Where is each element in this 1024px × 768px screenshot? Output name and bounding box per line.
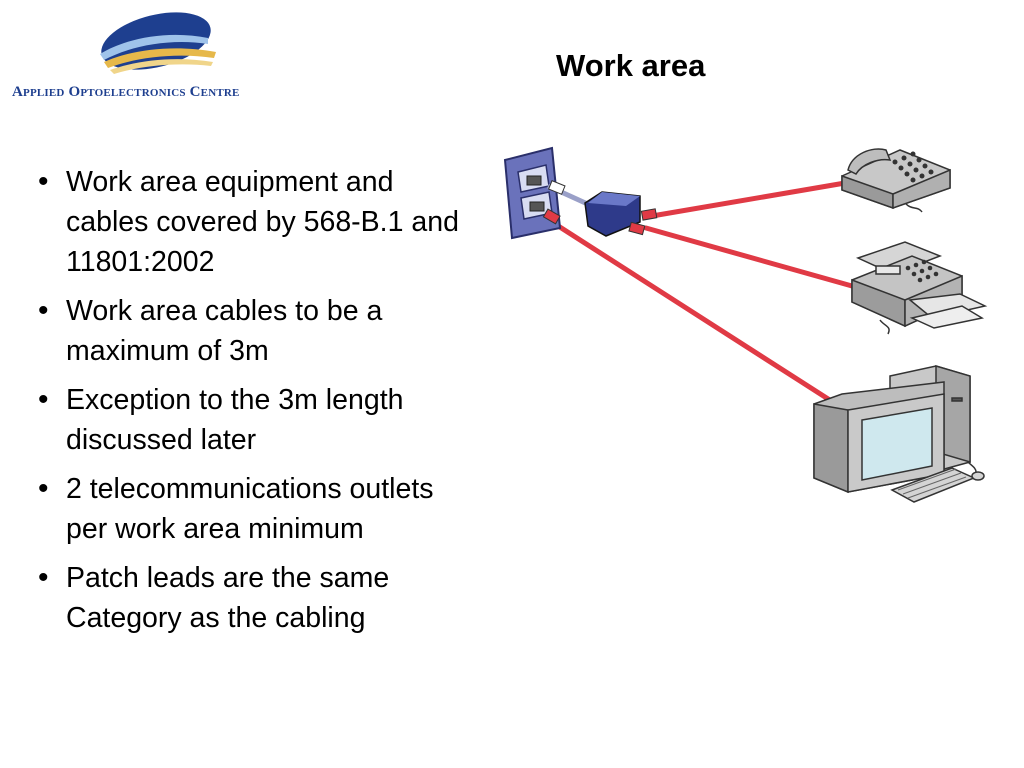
fax-machine-icon: [851, 241, 988, 335]
bullet-item: Work area cables to be a maximum of 3m: [38, 291, 478, 371]
cable-to-computer: [549, 219, 853, 416]
logo-text: Applied Optoelectronics Centre: [12, 84, 240, 100]
bullet-item: 2 telecommunications outlets per work ar…: [38, 469, 478, 549]
work-area-diagram: [503, 146, 988, 503]
patch-cables: [549, 180, 855, 416]
cable-to-phone: [649, 180, 848, 219]
computer-icon: [813, 364, 985, 503]
logo-swoosh-icon: [100, 12, 216, 74]
bullet-list: Work area equipment and cables covered b…: [38, 162, 478, 647]
bullet-item: Exception to the 3m length discussed lat…: [38, 380, 478, 460]
bullet-item: Work area equipment and cables covered b…: [38, 162, 478, 282]
bullet-item: Patch leads are the same Category as the…: [38, 558, 478, 638]
telephone-icon: [841, 148, 951, 213]
cable-to-fax: [643, 225, 855, 289]
company-logo: Applied Optoelectronics Centre: [8, 8, 293, 113]
splitter-adapter-icon: [584, 191, 658, 237]
slide-title: Work area: [556, 48, 706, 83]
wall-outlet-icon: [503, 146, 562, 240]
